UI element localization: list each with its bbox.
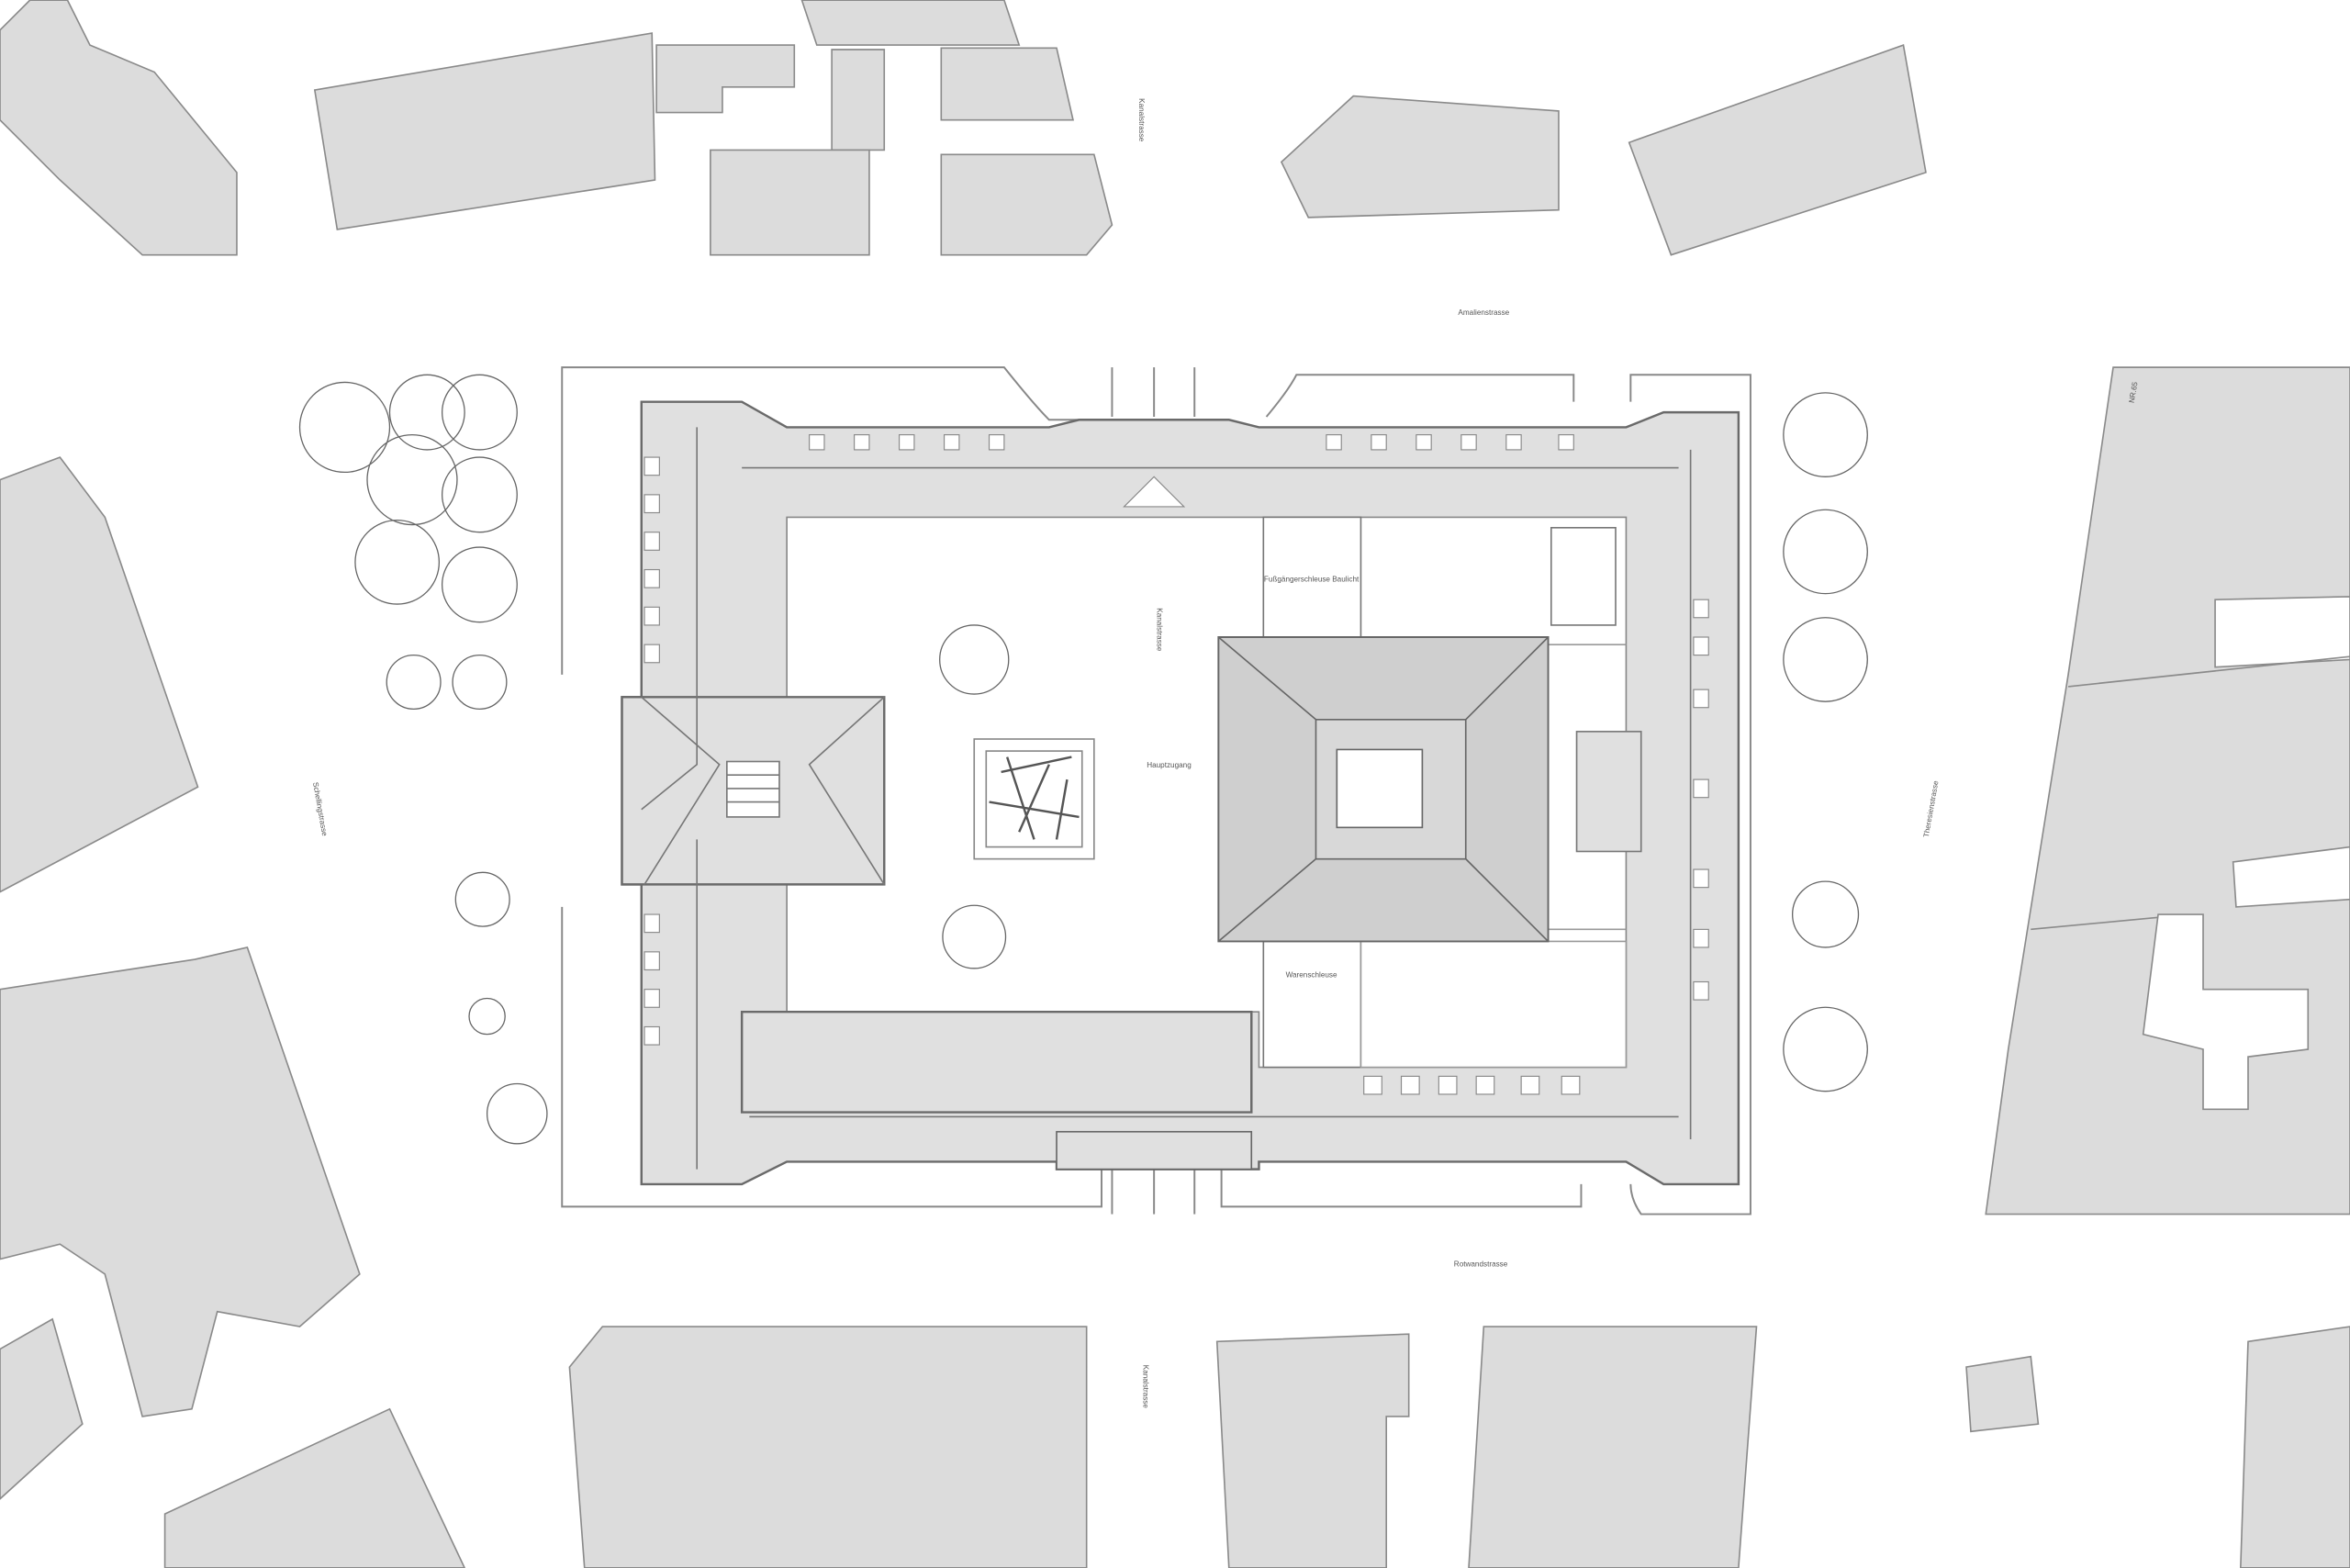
room-label-security: Fußgängerschleuse Baulicht (1264, 576, 1360, 584)
courtyard-sculpture (973, 738, 1095, 860)
site-boundary-walls (561, 366, 1751, 1215)
street-label-north: Amalienstrasse (1458, 308, 1509, 317)
room-label-goods: Warenschleuse (1286, 971, 1337, 980)
trees (298, 374, 1868, 1145)
street-label-south-small: Kanalstrasse (1142, 1365, 1150, 1409)
plot-label: NR.65 (2128, 381, 2140, 404)
street-label-east: Theresienstrasse (1922, 779, 1941, 838)
room-label-entrance: Hauptzugang (1147, 761, 1192, 769)
central-pyramid-roof (1217, 636, 1550, 943)
street-label-south: Rotwandstrasse (1454, 1260, 1508, 1269)
windows (643, 434, 1709, 1095)
interior-rooms (1262, 516, 1628, 1069)
street-label-west: Schellingstrasse (311, 781, 329, 837)
street-label-north-small: Kanalstrasse (1137, 98, 1146, 142)
street-label-center: Kanalstrasse (1155, 608, 1163, 652)
